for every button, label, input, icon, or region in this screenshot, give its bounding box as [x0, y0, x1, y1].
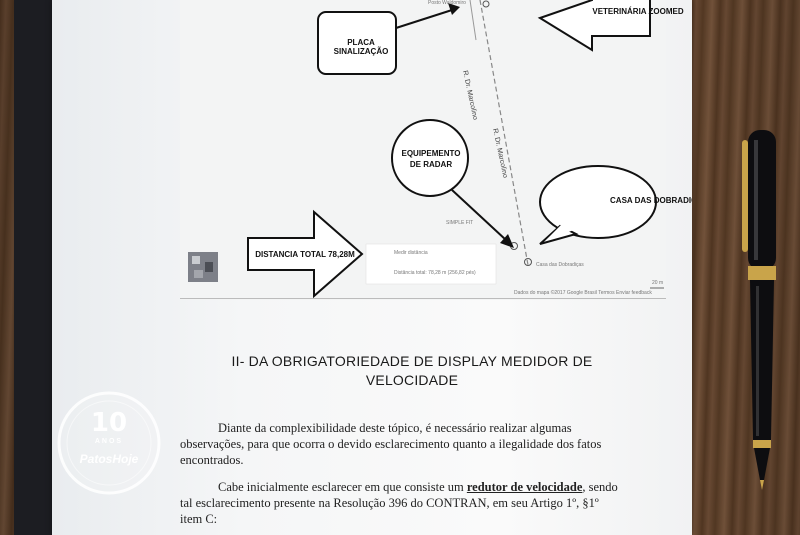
- paragraph-2-line2: tal esclarecimento presente na Resolução…: [180, 496, 599, 510]
- casa-bubble: [539, 165, 657, 239]
- map-pin-icon: [482, 0, 490, 8]
- black-binder: [14, 0, 58, 535]
- radar-label-line1: EQUIPEMENTO: [401, 149, 461, 158]
- map-diagram: [180, 0, 666, 300]
- distancia-readout: Distância total: 78,28 m (256,82 pés): [394, 270, 476, 276]
- simple-fit-label: SIMPLE FIT: [446, 220, 474, 226]
- distancia-arrow: [247, 209, 364, 299]
- watermark-number: 10: [90, 408, 128, 438]
- casa-map-label: Casa das Dobradiças: [536, 262, 584, 268]
- redutor-velocidade-term: redutor de velocidade: [466, 480, 583, 494]
- veterinaria-arrow: [537, 0, 651, 52]
- watermark-badge-icon: [57, 391, 161, 495]
- veterinaria-label: VETERINÁRIA ZOOMED: [592, 7, 684, 16]
- placa-label: PLACA SINALIZAÇÃO: [333, 38, 389, 56]
- paragraph-1-line2: observações, para que ocorra o devido es…: [180, 437, 602, 451]
- paragraph-2-text-b: , sendo: [582, 480, 618, 494]
- paragraph-2-line3: item C:: [180, 512, 218, 526]
- distancia-label: DISTANCIA TOTAL 78,28M: [255, 250, 355, 259]
- section-title-line1: II- DA OBRIGATORIEDADE DE DISPLAY MEDIDO…: [231, 353, 593, 369]
- radar-label: EQUIPEMENTO DE RADAR: [396, 148, 466, 170]
- map-pin-icon: [524, 258, 532, 266]
- map-footer: Dados do mapa ©2017 Google Brasil Termos…: [514, 290, 652, 296]
- watermark-brand: PatosHoje: [79, 452, 139, 466]
- radar-circle: [391, 119, 469, 197]
- section-title: II- DA OBRIGATORIEDADE DE DISPLAY MEDIDO…: [202, 352, 622, 390]
- section-title-line2: VELOCIDADE: [365, 372, 459, 388]
- patoshoje-watermark: 10 ANOS PatosHoje: [54, 388, 164, 498]
- paragraph-2-text-a: Cabe inicialmente esclarecer em que cons…: [218, 480, 467, 494]
- watermark-subtitle: ANOS: [94, 438, 124, 445]
- map-scale: 20 m: [652, 280, 664, 286]
- paragraph-1-line3: encontrados.: [180, 453, 244, 467]
- map-top-label: Posto Waldomiro: [428, 0, 466, 6]
- casa-label: CASA DAS DOBRADIÇAS: [610, 196, 692, 205]
- placa-box: [317, 11, 397, 75]
- paragraph-2-line1: Cabe inicialmente esclarecer em que cons…: [218, 479, 618, 495]
- road-line: [479, 0, 529, 266]
- paragraph-1-line1: Diante da complexibilidade deste tópico,…: [218, 421, 572, 435]
- radar-label-line2: DE RADAR: [409, 160, 453, 169]
- medir-label: Medir distância: [394, 250, 428, 256]
- map-bottom-border: [180, 298, 666, 299]
- pen: [742, 130, 776, 490]
